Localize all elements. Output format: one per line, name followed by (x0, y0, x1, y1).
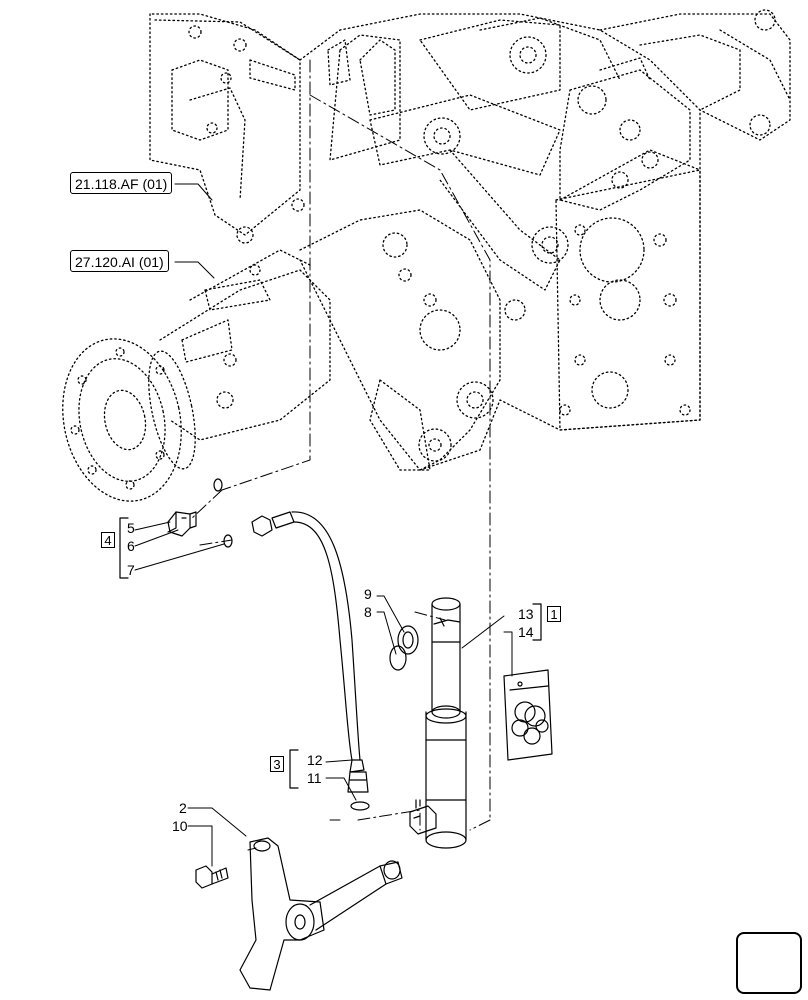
group-1-box: 1 (547, 606, 561, 622)
seal-kit-bag-part (503, 669, 553, 761)
seal-washer-part (397, 625, 419, 655)
callout-11: 11 (307, 770, 322, 786)
group-brackets (119, 517, 542, 789)
o-ring-part (223, 534, 233, 548)
o-ring-part (350, 801, 370, 811)
callout-13: 13 (518, 606, 534, 622)
callout-9: 9 (364, 586, 372, 602)
group-4-box: 4 (101, 532, 115, 548)
leader-lines (134, 183, 513, 867)
callout-10: 10 (172, 818, 188, 834)
callout-6: 6 (127, 538, 135, 554)
seal-ring-part (389, 645, 407, 671)
adapter-fitting-part (167, 511, 197, 537)
reference-21-118-af[interactable]: 21.118.AF (01) (70, 172, 173, 194)
group-3-box: 3 (270, 756, 284, 772)
callout-8: 8 (364, 604, 372, 620)
lift-shaft-lever-part (239, 837, 403, 991)
tractor-housing-outline (62, 9, 791, 502)
reference-27-120-ai[interactable]: 27.120.AI (01) (70, 250, 169, 272)
callout-7: 7 (127, 562, 135, 578)
callout-14: 14 (518, 624, 534, 640)
callout-2: 2 (179, 800, 187, 816)
hose-assembly-part (251, 511, 369, 793)
assembly-center-lines (189, 59, 491, 851)
hydraulic-cylinder-part (409, 597, 467, 849)
bolt-part (195, 865, 229, 889)
next-page-button[interactable] (736, 932, 802, 994)
o-ring-part (213, 478, 223, 492)
callout-5: 5 (127, 520, 135, 536)
callout-12: 12 (307, 752, 323, 768)
